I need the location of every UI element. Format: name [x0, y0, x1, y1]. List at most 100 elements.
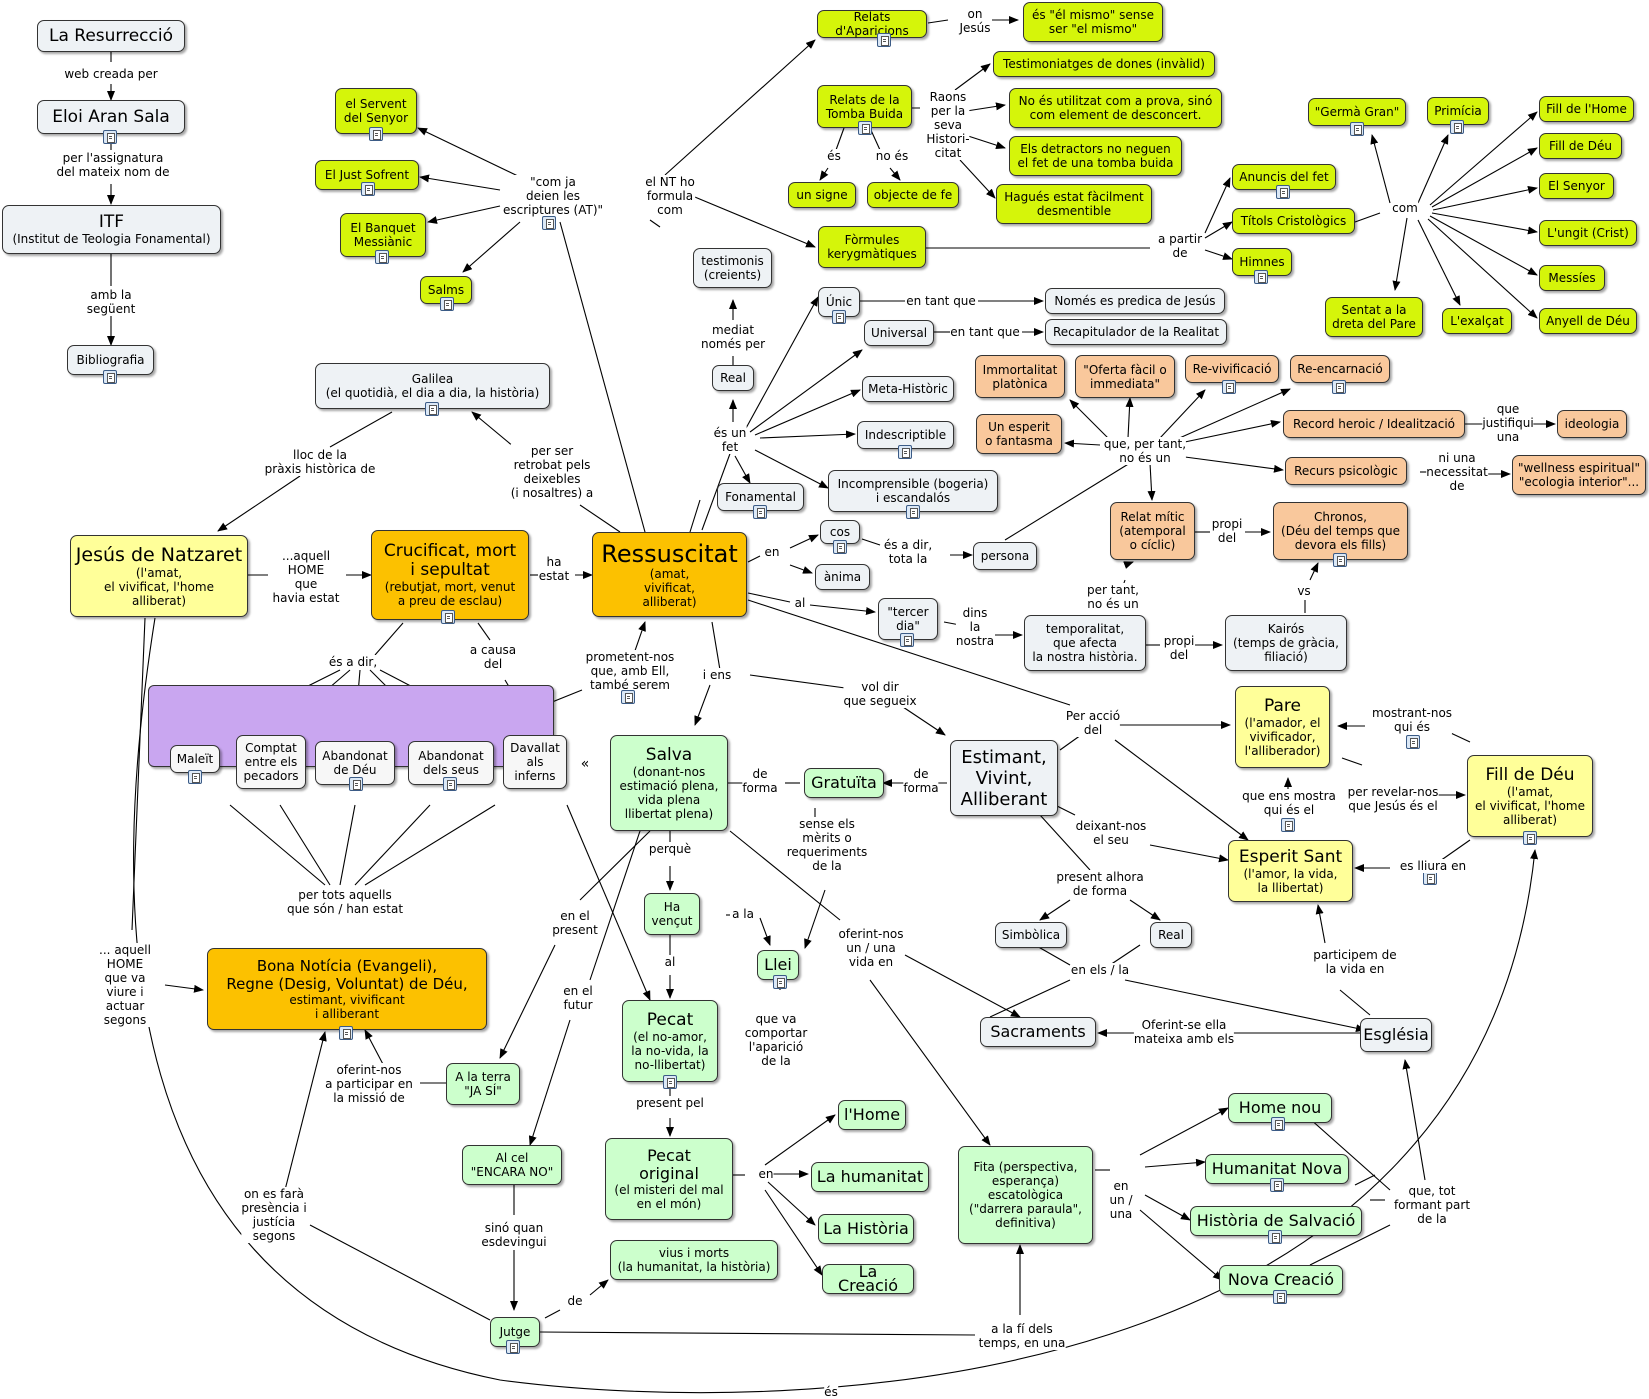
node-sentat[interactable]: Sentat a la dreta del Pare [1325, 297, 1423, 337]
resource-document-icon[interactable] [858, 121, 872, 135]
node-recurs-psicologic[interactable]: Recurs psicològic [1285, 457, 1407, 485]
resource-document-icon[interactable] [425, 402, 439, 416]
node-lexalcat[interactable]: L'exalçat [1442, 308, 1512, 334]
node-estimant[interactable]: Estimant, Vivint, Alliberant [950, 740, 1058, 816]
node-gratuita[interactable]: Gratuïta [804, 768, 884, 798]
resource-document-icon[interactable] [1281, 818, 1295, 832]
node-galilea[interactable]: Galilea (el quotidià, el dia a dia, la h… [315, 363, 550, 409]
node-relats-aparicions[interactable]: Relats d'Aparicions [817, 10, 927, 38]
node-formules[interactable]: Fòrmules kerygmàtiques [818, 226, 926, 268]
resource-document-icon[interactable] [1423, 871, 1437, 885]
resource-document-icon[interactable] [188, 770, 202, 784]
resource-document-icon[interactable] [1276, 185, 1290, 199]
node-eloi-aran-sala[interactable]: Eloi Aran Sala [37, 100, 185, 134]
node-el-senyor[interactable]: El Senyor [1539, 173, 1614, 199]
node-llei[interactable]: Llei [757, 950, 799, 980]
node-fill-home[interactable]: Fill de l'Home [1539, 96, 1634, 122]
node-relat-mitic[interactable]: Relat mític (atemporal o cíclic) [1110, 502, 1195, 560]
node-al-cel[interactable]: Al cel "ENCARA NO" [462, 1145, 562, 1185]
node-anima[interactable]: ànima [815, 564, 870, 590]
node-el-servent[interactable]: el Servent del Senyor [335, 88, 417, 134]
node-ideologia[interactable]: ideologia [1557, 410, 1627, 438]
node-meta-historic[interactable]: Meta-Històric [862, 376, 954, 402]
node-chronos[interactable]: Chronos, (Déu del temps que devora els f… [1273, 502, 1408, 560]
resource-document-icon[interactable] [898, 445, 912, 459]
node-la-historia[interactable]: La Història [818, 1214, 914, 1244]
node-bibliografia[interactable]: Bibliografia [67, 345, 154, 375]
node-titols[interactable]: Títols Cristològics [1232, 208, 1355, 234]
resource-document-icon[interactable] [900, 633, 914, 647]
node-testimonis[interactable]: testimonis (creients) [693, 248, 772, 288]
node-abandonat-deu[interactable]: Abandonat de Déu [315, 741, 395, 785]
node-vius-i-morts[interactable]: vius i morts (la humanitat, la història) [610, 1240, 778, 1280]
resource-document-icon[interactable] [1523, 831, 1537, 845]
node-primicia[interactable]: Primícia [1427, 97, 1489, 125]
node-fill-de-deu[interactable]: Fill de Déu(l'amat, el vivificat, l'home… [1467, 755, 1593, 837]
node-la-creacio[interactable]: La Creació [822, 1264, 914, 1294]
resource-document-icon[interactable] [1273, 1290, 1287, 1304]
resource-document-icon[interactable] [621, 690, 635, 704]
node-testimoniatges[interactable]: Testimoniatges de dones (invàlid) [993, 51, 1215, 77]
node-la-resurreccio[interactable]: La Resurrecció [37, 20, 185, 52]
resource-document-icon[interactable] [542, 216, 556, 230]
resource-document-icon[interactable] [833, 540, 847, 554]
node-fill-deu-titol[interactable]: Fill de Déu [1539, 133, 1622, 159]
node-maleit[interactable]: Maleït [170, 745, 220, 773]
node-itf[interactable]: ITF(Institut de Teologia Fonamental) [2, 205, 221, 254]
resource-document-icon[interactable] [1450, 120, 1464, 134]
node-historia-salvacio[interactable]: Història de Salvació [1190, 1206, 1362, 1236]
node-ha-vencut[interactable]: Ha vençut [644, 893, 700, 935]
resource-document-icon[interactable] [753, 505, 767, 519]
node-detractors[interactable]: Els detractors no neguen el fet de una t… [1009, 136, 1182, 176]
resource-document-icon[interactable] [1350, 122, 1364, 136]
node-anyell[interactable]: Anyell de Déu [1539, 308, 1637, 334]
resource-document-icon[interactable] [906, 505, 920, 519]
node-germa-gran[interactable]: "Germà Gran" [1308, 98, 1406, 126]
node-persona[interactable]: persona [973, 542, 1037, 570]
node-record-heroic[interactable]: Record heroic / Idealització [1283, 410, 1465, 438]
resource-document-icon[interactable] [1254, 270, 1268, 284]
node-wellness[interactable]: "wellness espiritual" "ecologia interior… [1512, 455, 1646, 495]
node-tercer-dia[interactable]: "tercer dia" [878, 598, 938, 640]
node-el-just-sofrent[interactable]: El Just Sofrent [315, 160, 419, 190]
node-hagues[interactable]: Hagués estat fàcilment desmentible [996, 184, 1152, 224]
node-oferta-facil[interactable]: "Oferta fàcil o immediata" [1075, 355, 1175, 398]
node-esglesia[interactable]: Església [1360, 1018, 1432, 1052]
node-revivificacio[interactable]: Re-vivificació [1185, 355, 1279, 383]
resource-document-icon[interactable] [877, 33, 891, 47]
node-pare[interactable]: Pare(l'amador, el vivificador, l'alliber… [1235, 686, 1330, 768]
resource-document-icon[interactable] [1270, 1178, 1284, 1192]
node-bona-noticia[interactable]: Bona Notícia (Evangeli), Regne (Desig, V… [207, 948, 487, 1030]
node-pecat-original[interactable]: Pecat original(el misteri del mal en el … [605, 1138, 733, 1220]
node-simbolica[interactable]: Simbòlica [995, 922, 1067, 948]
node-fita[interactable]: Fita (perspectiva, esperança) escatològi… [958, 1146, 1093, 1244]
resource-document-icon[interactable] [1406, 735, 1420, 749]
resource-document-icon[interactable] [440, 297, 454, 311]
resource-document-icon[interactable] [1332, 380, 1346, 394]
node-ressuscitat[interactable]: Ressuscitat(amat, vivificat, alliberat) [592, 532, 747, 617]
node-kairos[interactable]: Kairós (temps de gràcia, filiació) [1225, 615, 1347, 671]
expand-arrows-icon[interactable]: « [580, 756, 590, 772]
resource-document-icon[interactable] [361, 182, 375, 196]
resource-document-icon[interactable] [1268, 1230, 1282, 1244]
resource-document-icon[interactable] [339, 1026, 353, 1040]
node-reencarnacio[interactable]: Re-encarnació [1290, 355, 1390, 383]
node-esperit-fantasma[interactable]: Un esperit o fantasma [976, 414, 1062, 454]
node-el-banquet[interactable]: El Banquet Messiànic [340, 213, 426, 257]
resource-document-icon[interactable] [832, 310, 846, 324]
node-a-la-terra[interactable]: A la terra "JA SÍ" [446, 1063, 520, 1105]
node-abandonat-seus[interactable]: Abandonat dels seus [408, 741, 494, 785]
node-lungit[interactable]: L'ungit (Crist) [1539, 220, 1637, 246]
resource-document-icon[interactable] [375, 250, 389, 264]
resource-document-icon[interactable] [103, 370, 117, 384]
resource-document-icon[interactable] [103, 130, 117, 144]
node-real-bottom[interactable]: Real [1150, 922, 1192, 948]
resource-document-icon[interactable] [441, 610, 455, 624]
node-lhome[interactable]: l'Home [838, 1100, 906, 1130]
node-salva[interactable]: Salva(donant-nos estimació plena, vida p… [610, 735, 728, 831]
node-el-mismo[interactable]: és "él mismo" sense ser "el mismo" [1023, 2, 1163, 42]
resource-document-icon[interactable] [349, 777, 363, 791]
resource-document-icon[interactable] [663, 1075, 677, 1089]
node-recapitulador[interactable]: Recapitulador de la Realitat [1045, 319, 1227, 345]
node-nova-creacio[interactable]: Nova Creació [1219, 1265, 1343, 1295]
